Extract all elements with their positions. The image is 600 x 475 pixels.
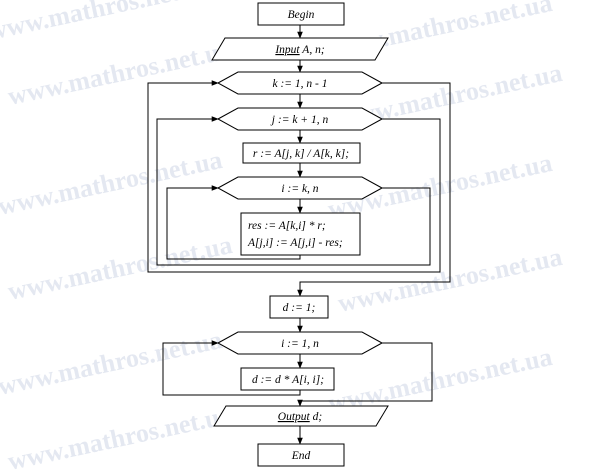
loop-j-header: j := k + 1, n <box>216 107 384 131</box>
loop-i2-hexagon <box>216 331 384 355</box>
begin-label: Begin <box>288 9 315 21</box>
loop-j-hexagon <box>216 107 384 131</box>
terminal-begin-box <box>257 2 345 26</box>
update-row-box <box>240 212 361 256</box>
loop-back-i2 <box>162 340 301 396</box>
input-variables: A, n; <box>300 44 325 56</box>
loop-i2-header: i := 1, n <box>216 331 384 355</box>
loop-back-k <box>147 80 441 273</box>
input-parallelogram <box>211 37 389 61</box>
output-keyword: Output <box>278 411 311 423</box>
loop-j-label: j := k + 1, n <box>270 114 329 126</box>
assign-aji-label: A[j,i] := A[j,i] - res; <box>247 237 343 249</box>
connector-lines <box>147 25 451 445</box>
assign-d2-box <box>240 367 335 391</box>
terminal-end: End <box>257 443 345 467</box>
watermark-text: www.mathros.net.ua <box>0 325 225 401</box>
arrow-loop-k-exit <box>297 82 451 297</box>
output-parallelogram <box>213 405 389 427</box>
process-assign-d2: d := d * A[i, i]; <box>240 367 335 391</box>
input-label: Input A, n; <box>274 44 324 56</box>
loop-back-j <box>156 116 431 266</box>
loop-back-i <box>166 185 301 260</box>
process-assign-d: d := 1; <box>269 295 329 319</box>
arrow-loop-i2-exit <box>297 342 433 407</box>
assign-d-box <box>269 295 329 319</box>
process-update-row: res := A[k,i] * r; A[j,i] := A[j,i] - re… <box>240 212 361 256</box>
loop-k-header: k := 1, n - 1 <box>216 71 384 95</box>
output-variables: d; <box>310 411 323 423</box>
loop-i-label: i := k, n <box>281 183 318 195</box>
loop-i-hexagon <box>216 176 384 200</box>
process-assign-r: r := A[j, k] / A[k, k]; <box>242 142 361 164</box>
assign-r-label: r := A[j, k] / A[k, k]; <box>253 148 349 160</box>
input-keyword: Input <box>274 44 300 56</box>
watermark-text: www.mathros.net.ua <box>5 230 235 306</box>
output-label: Output d; <box>278 411 323 423</box>
watermark-text: www.mathros.net.ua <box>5 400 235 470</box>
assign-d2-label: d := d * A[i, i]; <box>252 374 324 386</box>
terminal-end-box <box>257 443 345 467</box>
assign-res-label: res := A[k,i] * r; <box>248 220 326 232</box>
io-input: Input A, n; <box>211 37 389 61</box>
loop-i2-label: i := 1, n <box>281 338 319 350</box>
watermark-text: www.mathros.net.ua <box>0 0 215 46</box>
loop-k-label: k := 1, n - 1 <box>272 78 327 90</box>
assign-d-label: d := 1; <box>283 302 316 314</box>
end-label: End <box>291 450 311 462</box>
watermark-text: www.mathros.net.ua <box>5 35 235 111</box>
io-output: Output d; <box>213 405 389 427</box>
watermark-text: www.mathros.net.ua <box>0 145 225 221</box>
loop-k-hexagon <box>216 71 384 95</box>
terminal-begin: Begin <box>257 2 345 26</box>
assign-r-box <box>242 142 361 164</box>
loop-i-header: i := k, n <box>216 176 384 200</box>
